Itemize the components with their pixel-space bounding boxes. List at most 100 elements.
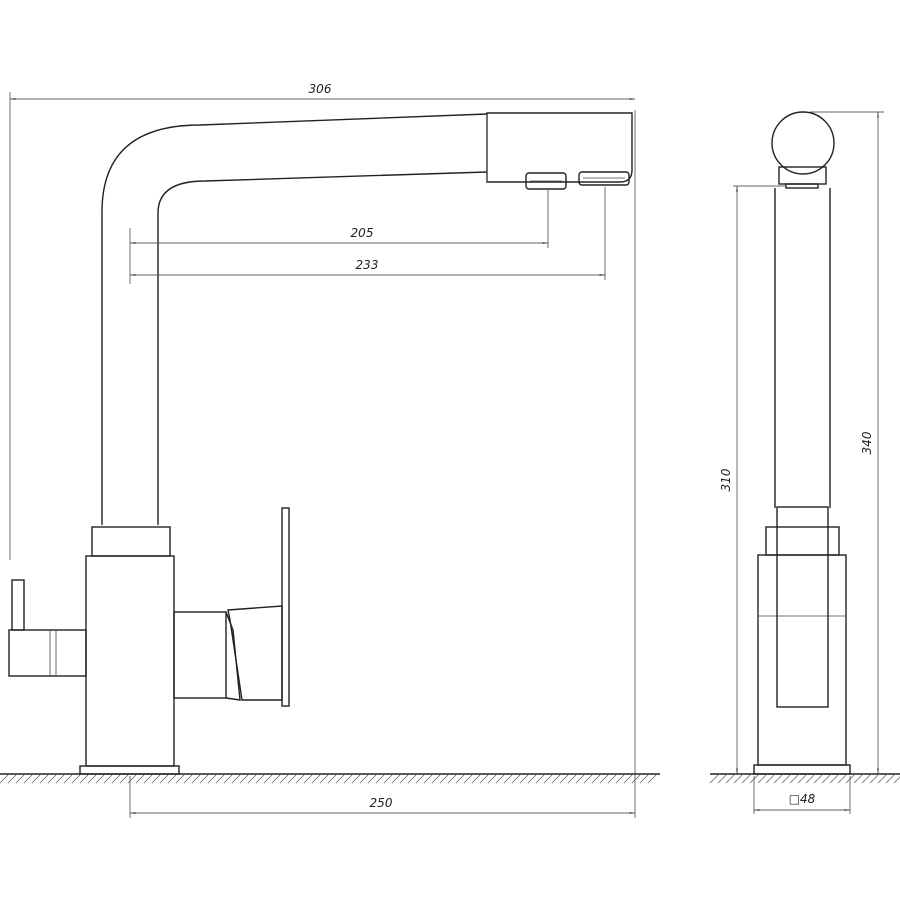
dim-base-spacing: 250	[129, 776, 635, 818]
hatch-stroke	[0, 774, 9, 784]
hatch-stroke	[877, 774, 887, 784]
hatch-stroke	[725, 774, 735, 784]
hatch-stroke	[319, 774, 329, 784]
side-view: 310 340 □48	[709, 111, 900, 814]
hatch-stroke	[487, 774, 497, 784]
dim-text-310: 310	[719, 468, 733, 491]
hatch-stroke	[423, 774, 433, 784]
hatch-stroke	[23, 774, 33, 784]
side-body-inner	[776, 506, 829, 708]
hatch-stroke	[287, 774, 297, 784]
hatch-stroke	[383, 774, 393, 784]
hatch-stroke	[733, 774, 743, 784]
hatch-stroke	[111, 774, 121, 784]
hatch-stroke	[447, 774, 457, 784]
hatch-stroke	[623, 774, 633, 784]
hatch-stroke	[31, 774, 41, 784]
dim-text-250: 250	[370, 796, 393, 810]
hatch-stroke	[631, 774, 641, 784]
hatch-stroke	[837, 774, 847, 784]
hatch-stroke	[567, 774, 577, 784]
dim-total-height: 340	[810, 111, 884, 774]
side-base	[753, 764, 851, 775]
left-lever-stem	[8, 629, 87, 677]
hatch-stroke	[471, 774, 481, 784]
hatch-stroke	[479, 774, 489, 784]
hatch-stroke	[399, 774, 409, 784]
hatch-stroke	[39, 774, 49, 784]
hatch-stroke	[741, 774, 751, 784]
left-lever-handle	[11, 579, 25, 631]
hatch-stroke	[335, 774, 345, 784]
hatch-stroke	[463, 774, 473, 784]
hatch-stroke	[231, 774, 241, 784]
hatch-stroke	[781, 774, 791, 784]
hatch-stroke	[885, 774, 895, 784]
hatch-stroke	[391, 774, 401, 784]
dim-overall-width: 306	[9, 82, 636, 818]
hatch-stroke	[495, 774, 505, 784]
hatch-stroke	[709, 774, 719, 784]
dim-value-48: 48	[800, 792, 816, 806]
front-ground-hatch	[0, 774, 657, 784]
spout-head-circle	[771, 111, 835, 175]
hatch-stroke	[773, 774, 783, 784]
hatch-stroke	[869, 774, 879, 784]
hatch-stroke	[183, 774, 193, 784]
hatch-stroke	[439, 774, 449, 784]
spout-outer-edge	[101, 113, 488, 525]
hatch-stroke	[647, 774, 657, 784]
square-symbol: □	[789, 792, 800, 806]
hatch-stroke	[295, 774, 305, 784]
hatch-stroke	[199, 774, 209, 784]
hatch-stroke	[607, 774, 617, 784]
hatch-stroke	[359, 774, 369, 784]
side-collar	[765, 526, 840, 556]
hatch-stroke	[279, 774, 289, 784]
outlet-1	[525, 172, 567, 190]
hatch-stroke	[7, 774, 17, 784]
hatch-stroke	[351, 774, 361, 784]
hatch-stroke	[343, 774, 353, 784]
dim-outlet-1-reach: 205	[129, 190, 549, 284]
hatch-stroke	[511, 774, 521, 784]
hatch-stroke	[717, 774, 727, 784]
hatch-stroke	[223, 774, 233, 784]
dim-text-205: 205	[351, 226, 374, 240]
hatch-stroke	[79, 774, 89, 784]
right-lever-stem	[173, 611, 227, 699]
dim-outlet-2-reach: 233	[130, 187, 606, 280]
hatch-stroke	[893, 776, 900, 784]
hatch-stroke	[853, 774, 863, 784]
hatch-stroke	[207, 774, 217, 784]
hatch-stroke	[327, 774, 337, 784]
hatch-stroke	[239, 774, 249, 784]
hatch-stroke	[455, 774, 465, 784]
side-outlet-tip	[785, 183, 819, 189]
hatch-stroke	[821, 774, 831, 784]
dim-base-square: □48	[753, 776, 851, 814]
side-lever-outer	[757, 554, 847, 766]
hatch-stroke	[263, 774, 273, 784]
hatch-stroke	[271, 774, 281, 784]
hatch-stroke	[255, 774, 265, 784]
hatch-stroke	[63, 774, 73, 784]
hatch-stroke	[829, 774, 839, 784]
outlet-2	[578, 171, 630, 186]
hatch-stroke	[375, 774, 385, 784]
hatch-stroke	[599, 774, 609, 784]
dim-text-340: 340	[860, 431, 874, 454]
hatch-stroke	[407, 774, 417, 784]
hatch-stroke	[151, 774, 161, 784]
hatch-stroke	[87, 774, 97, 784]
hatch-stroke	[519, 774, 529, 784]
hatch-stroke	[15, 774, 25, 784]
side-ground-hatch	[709, 774, 900, 784]
hatch-stroke	[527, 774, 537, 784]
hatch-stroke	[639, 774, 649, 784]
hatch-stroke	[71, 774, 81, 784]
hatch-stroke	[143, 774, 153, 784]
hatch-stroke	[575, 774, 585, 784]
hatch-stroke	[135, 774, 145, 784]
